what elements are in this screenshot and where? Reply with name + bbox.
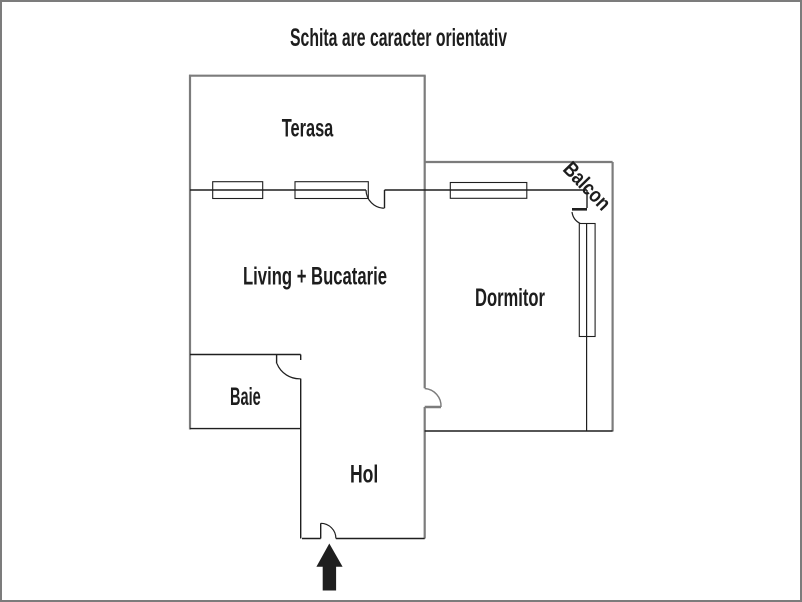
- label-baie: Baie: [230, 383, 261, 411]
- windows: [212, 181, 596, 338]
- interior-walls: [190, 189, 613, 540]
- dormitor-door-arc: [424, 387, 442, 408]
- window-dormitor-right: [578, 222, 596, 338]
- plan-title: Schita are caracter orientativ: [290, 24, 507, 52]
- baie-door-arc: [276, 363, 301, 380]
- label-dormitor: Dormitor: [475, 284, 545, 312]
- terasa-door-arc: [365, 189, 385, 209]
- window-terasa-1: [212, 181, 264, 200]
- entrance-arrow-icon: [316, 543, 343, 591]
- entrance-door-arc: [320, 522, 337, 539]
- exterior-walls: [188, 74, 614, 539]
- window-terasa-2: [294, 181, 369, 200]
- label-living: Living + Bucatarie: [243, 263, 387, 291]
- label-hol: Hol: [350, 461, 378, 489]
- label-terasa: Terasa: [282, 115, 334, 143]
- window-dormitor-top: [449, 181, 528, 199]
